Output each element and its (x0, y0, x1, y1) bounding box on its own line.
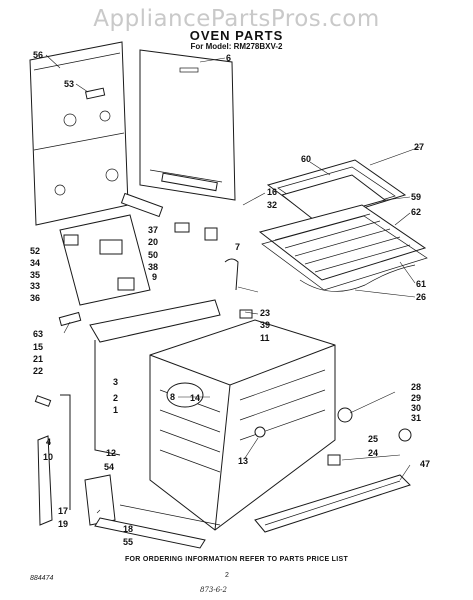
callout-54: 54 (104, 462, 114, 472)
callout-15: 15 (33, 342, 43, 352)
burner-parts (239, 309, 412, 466)
callout-60: 60 (301, 154, 311, 164)
callout-25: 25 (368, 434, 378, 444)
callout-59: 59 (411, 192, 421, 202)
callout-27: 27 (414, 142, 424, 152)
callout-50: 50 (148, 250, 158, 260)
callout-36: 36 (30, 293, 40, 303)
callout-23: 23 (260, 308, 270, 318)
model-label: For Model: RM278BXV-2 (190, 42, 283, 51)
oven-cavity (149, 319, 336, 531)
side-panel (139, 49, 236, 201)
callout-18: 18 (123, 524, 133, 534)
callout-13: 13 (238, 456, 248, 466)
callout-39: 39 (260, 320, 270, 330)
page-title: OVEN PARTS (189, 28, 284, 43)
burner-tube (224, 258, 239, 291)
callout-33: 33 (30, 281, 40, 291)
callout-56: 56 (33, 50, 43, 60)
callout-53: 53 (64, 79, 74, 89)
callout-3: 3 (113, 377, 118, 387)
bottom-trim (94, 474, 411, 549)
callout-52: 52 (30, 246, 40, 256)
page-number: 2 (225, 572, 229, 579)
callout-47: 47 (420, 459, 430, 469)
callout-29: 29 (411, 393, 421, 403)
control-components (59, 192, 218, 306)
oven-racks (258, 159, 428, 292)
callout-19: 19 (58, 519, 68, 529)
watermark-text: AppliancePartsPros.com (93, 6, 380, 32)
callout-1: 1 (113, 405, 118, 415)
callout-12: 12 (106, 448, 116, 458)
callout-11: 11 (260, 333, 270, 343)
callout-14: 14 (190, 393, 200, 403)
callout-62: 62 (411, 207, 421, 217)
callout-16: 16 (267, 187, 277, 197)
callout-10: 10 (43, 452, 53, 462)
callout-4: 4 (46, 437, 51, 447)
callout-labels: 56 6 53 16 32 7 27 60 59 62 61 26 37 20 … (30, 50, 430, 547)
callout-20: 20 (148, 237, 158, 247)
callout-24: 24 (368, 448, 378, 458)
callout-35: 35 (30, 270, 40, 280)
callout-9: 9 (152, 272, 157, 282)
document-number: 884474 (30, 575, 54, 582)
callout-7: 7 (235, 242, 240, 252)
callout-30: 30 (411, 403, 421, 413)
callout-38: 38 (148, 262, 158, 272)
callout-37: 37 (148, 225, 158, 235)
callout-17: 17 (58, 506, 68, 516)
callout-26: 26 (416, 292, 426, 302)
callout-22: 22 (33, 366, 43, 376)
callout-61: 61 (416, 279, 426, 289)
callout-34: 34 (30, 258, 40, 268)
callout-21: 21 (33, 354, 43, 364)
handwritten-note: 873-6-2 (200, 586, 227, 594)
callout-8: 8 (170, 392, 175, 402)
callout-2: 2 (113, 393, 118, 403)
front-frame (34, 299, 221, 526)
ordering-instructions: FOR ORDERING INFORMATION REFER TO PARTS … (124, 556, 349, 563)
callout-6: 6 (226, 53, 231, 63)
rear-panel (29, 41, 129, 226)
callout-32: 32 (267, 200, 277, 210)
leader-lines (45, 54, 421, 514)
callout-28: 28 (411, 382, 421, 392)
callout-63: 63 (33, 329, 43, 339)
callout-55: 55 (123, 537, 133, 547)
callout-31: 31 (411, 413, 421, 423)
